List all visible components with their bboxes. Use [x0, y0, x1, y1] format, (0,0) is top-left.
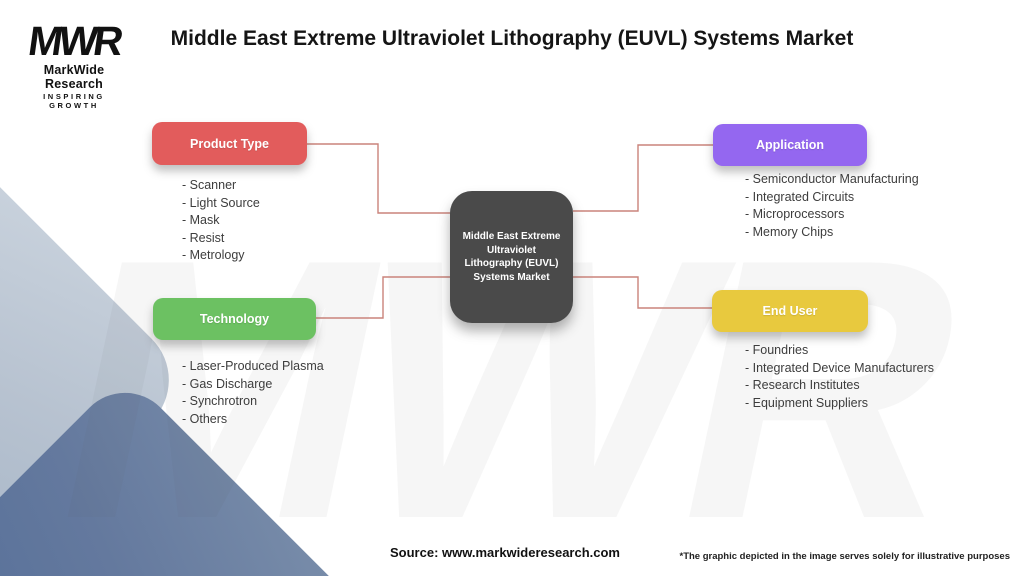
connector-end-user	[573, 276, 712, 309]
list-item: - Resist	[182, 230, 225, 245]
center-node-text-line: Systems Market	[473, 271, 550, 283]
list-item: - Microprocessors	[745, 207, 845, 221]
list-item: - Laser-Produced Plasma	[182, 359, 324, 373]
logo-company-name: MarkWide Research	[43, 63, 105, 91]
list-item: - Research Institutes	[745, 378, 860, 392]
center-node-text-line: Lithography (EUVL)	[464, 258, 559, 269]
connector-technology	[316, 276, 450, 319]
logo: MWR MarkWide Research INSPIRING GROWTH	[20, 18, 128, 110]
item-list-end-user: - Foundries - Integrated Device Manufactu…	[745, 342, 934, 412]
category-box-technology: Technology	[153, 298, 316, 340]
list-item: - Synchrotron	[182, 394, 258, 408]
list-item: - Integrated Device Manufacturers	[745, 360, 934, 375]
list-item: - Scanner	[182, 178, 237, 192]
logo-tagline: INSPIRING GROWTH	[43, 92, 105, 110]
item-list-product-type: - Scanner - Light Source - Mask - Resist - M…	[182, 177, 260, 265]
list-item: - Equipment Suppliers	[745, 395, 868, 410]
page-title: Middle East Extreme Ultraviolet Lithogra…	[170, 27, 854, 50]
connector-product-type	[307, 143, 450, 214]
connector-application	[573, 144, 713, 212]
category-box-application: Application	[713, 124, 867, 166]
disclaimer-text: *The graphic depicted in the image serve…	[679, 551, 1011, 562]
list-item: - Integrated Circuits	[745, 189, 855, 204]
list-item: - Gas Discharge	[182, 376, 273, 391]
list-item: - Others	[182, 411, 228, 426]
source-text: Source: www.markwideresearch.com	[389, 545, 621, 560]
category-box-product-type: Product Type	[152, 122, 307, 165]
list-item: - Light Source	[182, 195, 260, 210]
item-list-technology: - Laser-Produced Plasma - Gas Discharge - …	[182, 358, 324, 428]
center-node-text-line: Middle East Extreme	[462, 231, 561, 242]
list-item: - Foundries	[745, 343, 809, 357]
center-node-text-line: Ultraviolet	[487, 244, 536, 256]
list-item: - Memory Chips	[745, 224, 834, 239]
category-box-end-user: End User	[712, 290, 868, 332]
list-item: - Semiconductor Manufacturing	[745, 172, 919, 186]
list-item: - Metrology	[182, 248, 245, 262]
item-list-application: - Semiconductor Manufacturing - Integrate…	[745, 171, 919, 241]
list-item: - Mask	[182, 213, 220, 227]
